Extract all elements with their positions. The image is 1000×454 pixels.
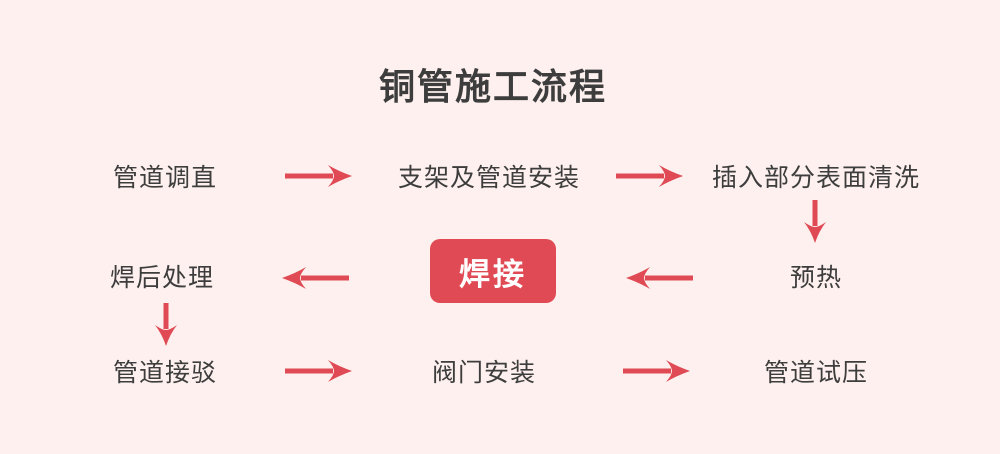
arrow-down-icon bbox=[154, 301, 178, 347]
step-welding: 焊接 bbox=[430, 239, 556, 303]
arrow-right-icon bbox=[621, 359, 691, 383]
arrow-left-icon bbox=[281, 266, 351, 290]
page-title: 铜管施工流程 bbox=[378, 66, 607, 107]
arrow-right-icon bbox=[614, 164, 684, 188]
arrow-right-icon bbox=[283, 359, 353, 383]
step-pipe-connection: 管道接驳 bbox=[112, 359, 218, 387]
step-post-weld-treatment: 焊后处理 bbox=[109, 264, 215, 292]
step-bracket-pipe-install: 支架及管道安装 bbox=[397, 164, 581, 192]
arrow-left-icon bbox=[625, 266, 695, 290]
arrow-right-icon bbox=[283, 164, 353, 188]
step-valve-installation: 阀门安装 bbox=[431, 359, 537, 387]
step-preheating: 预热 bbox=[789, 264, 843, 292]
step-pressure-testing: 管道试压 bbox=[763, 359, 869, 387]
step-pipe-straightening: 管道调直 bbox=[112, 164, 218, 192]
arrow-down-icon bbox=[803, 198, 827, 244]
step-surface-cleaning: 插入部分表面清洗 bbox=[711, 164, 921, 192]
